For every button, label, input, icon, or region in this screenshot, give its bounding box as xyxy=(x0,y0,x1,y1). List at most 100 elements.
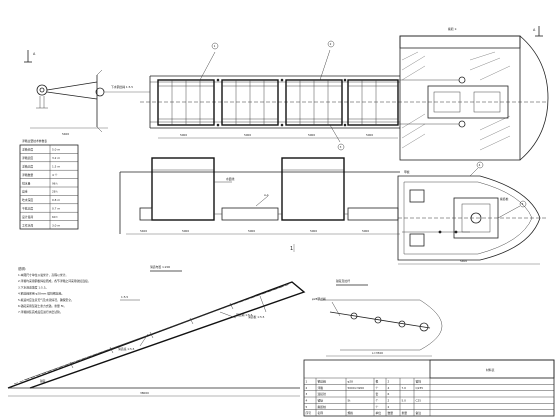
span-1: 5000 xyxy=(180,133,187,137)
spec-param-name: 浮箱高度 xyxy=(22,165,33,169)
section-mark-left: A xyxy=(24,50,36,63)
dock-structure: 拖船 1: xyxy=(398,27,549,161)
title-block-cell: 5.0 xyxy=(402,399,407,403)
note-line: 2.浮箱均采用钢板焊接而成，各节浮箱之间采用铰接连接。 xyxy=(18,279,91,283)
anchor-note: φ28钢丝绳 xyxy=(312,297,326,301)
title-block-cell: 2 xyxy=(388,399,390,403)
elev-low-box-2 xyxy=(347,207,399,221)
anchor-rod-points xyxy=(350,312,429,332)
hinge-points xyxy=(216,78,347,127)
top-plan-view: A A 下水钢丝绳 1:5.5 5400 xyxy=(24,26,549,161)
bow-label-bollard: 拖缆桩 xyxy=(500,197,509,201)
span-4: 5000 xyxy=(366,133,373,137)
spec-param-value: 28 t xyxy=(52,190,58,194)
title-block-cell: 锚碇 xyxy=(318,399,324,403)
spec-param-value: 0.8 m xyxy=(52,198,60,202)
elev-dim-5: 5000 xyxy=(362,229,369,233)
title-block-cell: 5000×3200 xyxy=(348,386,365,390)
left-dim: 5400 xyxy=(62,132,69,136)
note-line: 5.拖运时应注意天气及水流情况，确保安全。 xyxy=(18,298,74,302)
title-block-cell: 个 xyxy=(376,399,379,403)
note-line: 4.钢丝绳采用 φ28mm 镀锌钢丝绳。 xyxy=(18,292,64,296)
title-block-cell: 5 xyxy=(306,405,308,409)
elev-pontoon-1 xyxy=(151,157,215,221)
slope-ticks xyxy=(69,302,234,369)
title-block-cell: 2 xyxy=(306,386,308,390)
section-mark-right-label: A xyxy=(533,28,536,32)
spec-param-name: 浮箱长度 xyxy=(22,148,33,152)
spec-param-value: 3.2 m xyxy=(52,156,60,160)
title-block-cell: 重量 xyxy=(402,411,408,415)
side-note: 下水钢丝绳 1:5.5 xyxy=(111,85,133,89)
elev-dim-2: 5000 xyxy=(182,229,189,233)
title-block-cell: 4 xyxy=(306,399,308,403)
spec-param-name: 吃水深度 xyxy=(22,198,33,202)
bow-callout-5: 5 xyxy=(522,202,524,206)
title-block-cell: 4 xyxy=(388,386,390,390)
title-block-cell: 钢丝绳 xyxy=(318,380,327,384)
spec-param-value: 0.7 m xyxy=(52,207,60,211)
title-block-cell: 数量 xyxy=(388,411,394,415)
title-block-cell: 名称 xyxy=(318,411,324,415)
slope-label-ratio: 1:5.5 xyxy=(121,295,128,299)
elev-dim-1: 5400 xyxy=(140,229,147,233)
spec-param-name: 浮箱宽度 xyxy=(22,156,33,160)
note-line: 1.本图尺寸单位以毫米计，高程以米计。 xyxy=(18,273,68,277)
winch-tower xyxy=(36,69,105,133)
notes-lines: 1.本图尺寸单位以毫米计，高程以米计。 2.浮箱均采用钢板焊接而成，各节浮箱之间采… xyxy=(18,273,91,314)
callout-1: 1 xyxy=(214,44,216,48)
pontoon-box-3 xyxy=(285,79,343,126)
title-block-cell: Q235 xyxy=(416,386,424,390)
title-block-cell: 根 xyxy=(376,380,379,384)
title-block-cell: 规格 xyxy=(348,411,354,415)
note-line: 6.锚碇采用混凝土重力式锚，重量 5t。 xyxy=(18,304,66,308)
spec-param-value: 96 t xyxy=(52,181,58,185)
elev-dim-4: 5000 xyxy=(310,229,317,233)
spec-param-value: 60 t xyxy=(52,215,58,219)
anchor-dim: L=3500 xyxy=(372,351,383,355)
title-block-cell: 5t xyxy=(348,399,352,403)
pontoon-box-2 xyxy=(221,79,279,126)
title-block-cell: 6 xyxy=(388,392,390,396)
dock-header: 拖船 1: xyxy=(448,27,457,31)
slope-title: 滑道布置 1:200 xyxy=(150,265,170,269)
spec-param-value: 3.0 m xyxy=(52,223,60,227)
title-block-cell: C25 xyxy=(416,399,422,403)
spec-param-name: 工作水深 xyxy=(22,223,33,227)
spec-param-value: 1.5 m xyxy=(52,165,60,169)
notes-block: 说明： 1.本图尺寸单位以毫米计，高程以米计。 2.浮箱均采用钢板焊接而成，各节浮… xyxy=(18,266,91,314)
title-block-cell: 备注 xyxy=(416,411,422,415)
title-block-note: 材料表 xyxy=(486,368,495,372)
title-block-cell: 1 xyxy=(306,380,308,384)
title-block-cell: 浮箱 xyxy=(318,386,324,390)
notes-heading: 说明： xyxy=(18,266,28,271)
slope-label-cable: 钢丝绳 1:5.5 xyxy=(236,313,253,317)
spec-param-name: 排水量 xyxy=(22,181,31,185)
title-block-cell: 7.0 xyxy=(402,386,407,390)
bow-dim: 5400 xyxy=(460,259,467,263)
note-line: 3.下水滑道坡度 1:5.5。 xyxy=(18,285,48,289)
anchor-title: 锚碇及拉杆 xyxy=(336,279,350,283)
water-line-label: 水面线 xyxy=(226,177,235,181)
elevation-view: 5400 5000 5000 5000 5000 水面线 A-A 1 xyxy=(119,157,400,252)
elev-section-label: A-A xyxy=(264,193,269,197)
slope-bottom-dim: 38000 xyxy=(140,391,149,395)
title-block-cell: 套 xyxy=(376,392,379,396)
title-block-cell: 个 xyxy=(376,405,379,409)
bow-label-deck: 甲板 xyxy=(404,170,410,174)
note-line: 7.浮箱拼装完成后应进行水密试验。 xyxy=(18,310,63,314)
spec-param-name: 自重 xyxy=(22,190,28,194)
spec-param-name: 浮箱数量 xyxy=(22,173,33,177)
title-block-cell: 镀锌 xyxy=(416,380,422,384)
dock-hatch xyxy=(401,51,511,151)
slipway-view: 滑道布置 1:200 1:5.5 钢丝绳 1:5.5 滑道底 1:5.5 滑道板… xyxy=(7,265,306,397)
slope-label-plate: 滑道板 1:5.5 xyxy=(248,315,265,319)
title-block-cell: 连接铰 xyxy=(318,392,327,396)
title-block-cell: 3 xyxy=(306,392,308,396)
slope-label-bottom: 滑道底 1:5.5 xyxy=(118,347,135,351)
span-dims-top: 5000 5000 5000 5000 xyxy=(158,133,398,139)
